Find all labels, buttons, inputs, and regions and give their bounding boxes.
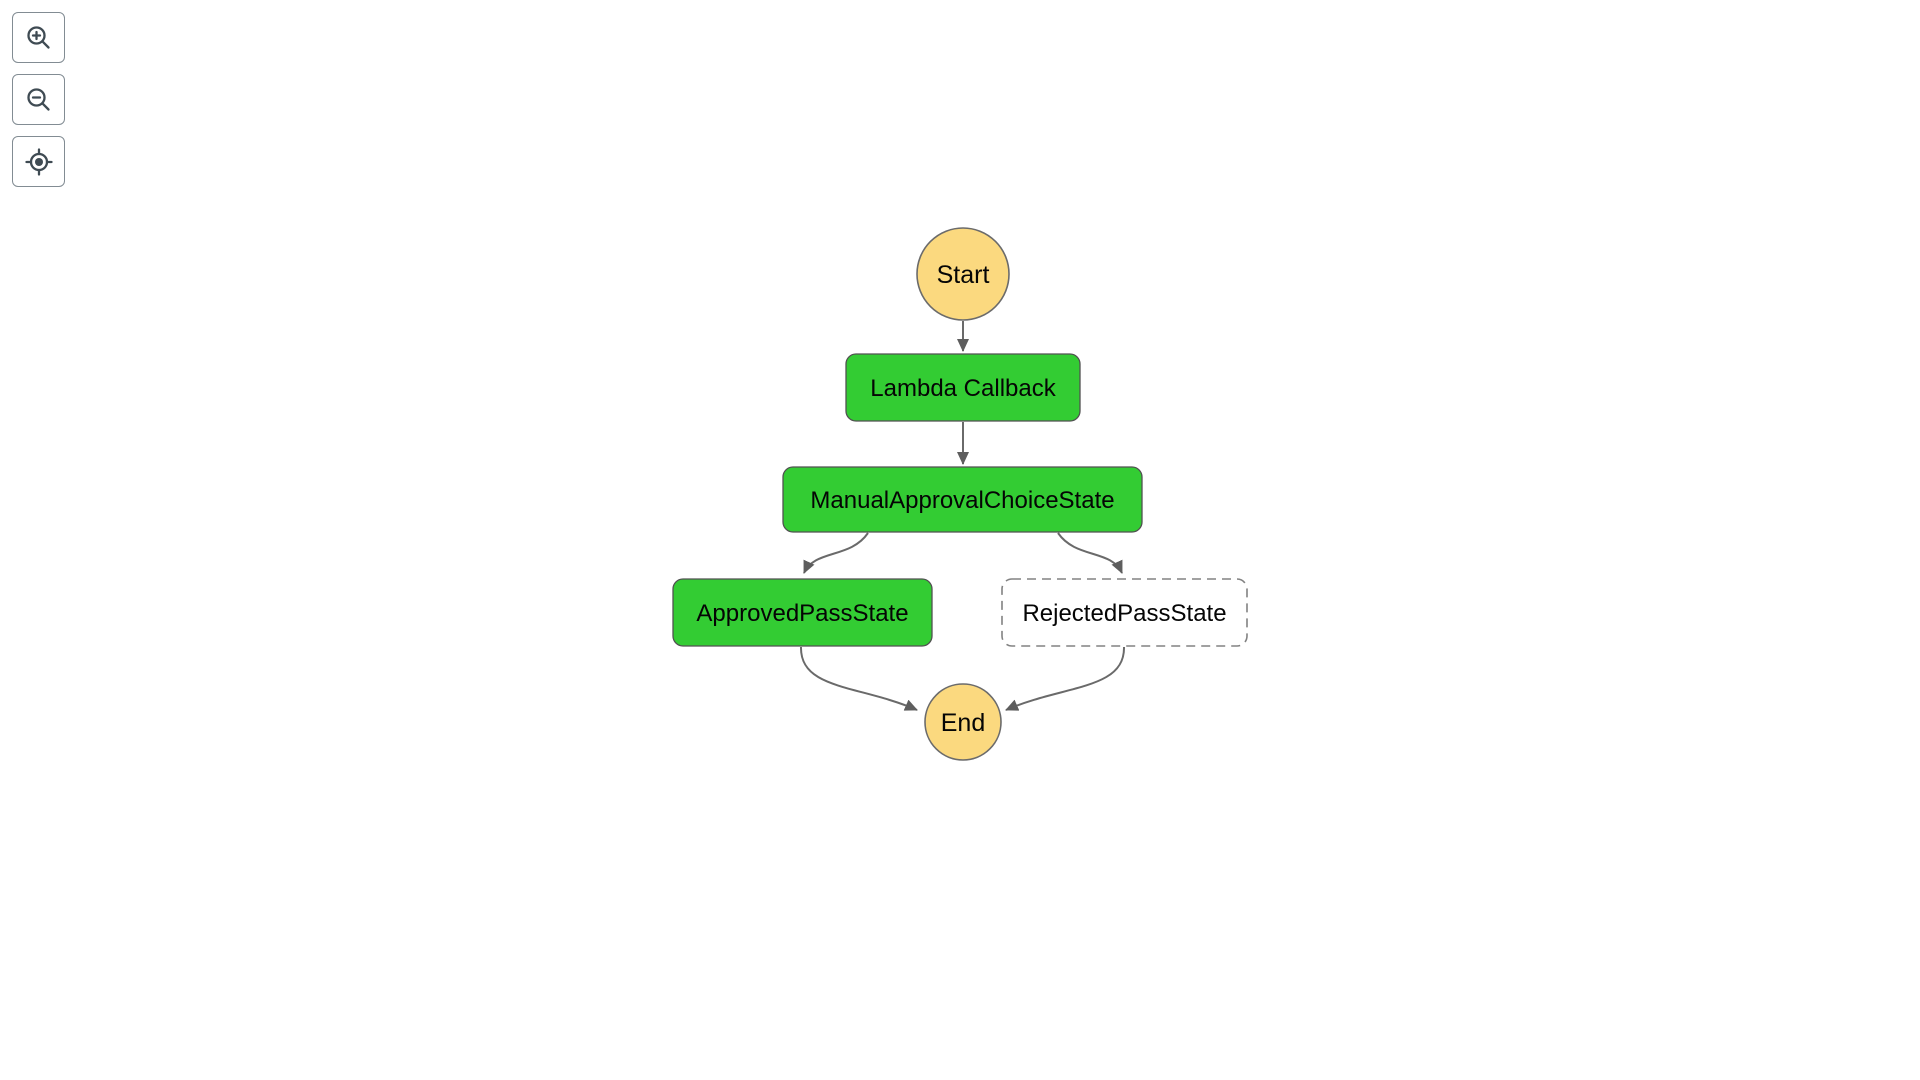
zoom-in-button[interactable] (12, 12, 65, 63)
edge-approved-to-end (799, 646, 918, 711)
edge-rejected-to-end (1005, 646, 1126, 711)
node-approved-pass-state[interactable] (672, 578, 933, 647)
node-label-start: Start (937, 261, 990, 289)
crosshair-target-icon (24, 147, 53, 176)
magnifier-minus-icon (27, 88, 50, 111)
node-lambda-callback[interactable] (845, 353, 1081, 422)
zoom-out-button[interactable] (12, 74, 65, 125)
node-start[interactable] (916, 227, 1010, 321)
node-label-manual-approval-choice-state: ManualApprovalChoiceState (810, 487, 1114, 514)
node-rejected-pass-state[interactable] (1001, 578, 1248, 647)
edge-choice-to-rejected (1057, 532, 1123, 574)
graph-toolbar (12, 12, 65, 187)
node-end[interactable] (924, 683, 1002, 761)
edge-choice-to-approved (803, 532, 869, 574)
magnifier-plus-icon (27, 26, 50, 49)
node-label-approved-pass-state: ApprovedPassState (696, 600, 908, 627)
node-label-lambda-callback: Lambda Callback (870, 375, 1056, 402)
node-manual-approval-choice-state[interactable] (782, 466, 1143, 533)
node-label-rejected-pass-state: RejectedPassState (1022, 600, 1226, 627)
node-label-end: End (941, 709, 985, 737)
center-view-button[interactable] (12, 136, 65, 187)
